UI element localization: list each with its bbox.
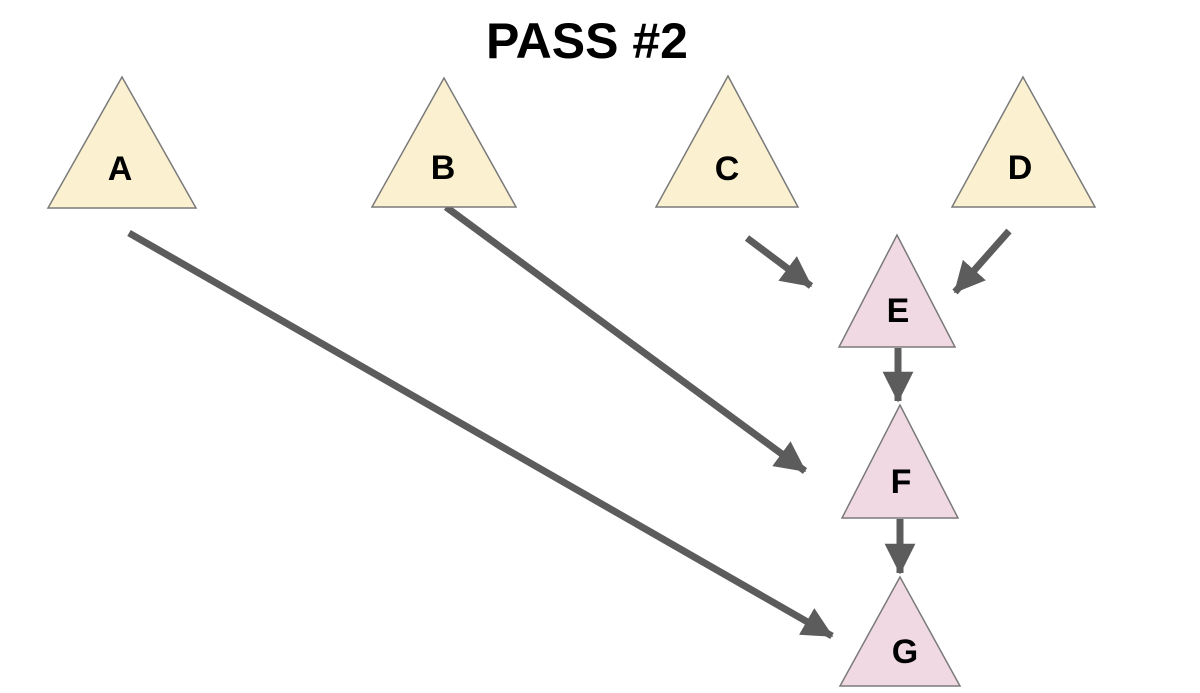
node-label-a: A	[108, 150, 133, 188]
node-label-e: E	[887, 292, 910, 330]
triangle-node-f	[840, 403, 960, 519]
page-title: PASS #2	[486, 13, 688, 69]
edge-b-to-f	[443, 204, 808, 474]
node-label-c: C	[715, 150, 740, 188]
triangle-node-b	[370, 76, 518, 208]
edge-a-to-g	[127, 229, 834, 640]
node-label-f: F	[891, 463, 912, 501]
triangle-node-g	[838, 575, 962, 687]
triangle-node-e	[837, 233, 957, 348]
edge-d-to-e	[952, 228, 1012, 295]
triangle-node-d	[950, 75, 1097, 208]
node-label-g: G	[892, 633, 918, 671]
triangle-node-a	[46, 75, 198, 209]
edge-c-to-e	[744, 235, 814, 289]
triangle-node-c	[654, 74, 800, 208]
node-label-d: D	[1008, 149, 1033, 187]
node-label-b: B	[431, 149, 456, 187]
